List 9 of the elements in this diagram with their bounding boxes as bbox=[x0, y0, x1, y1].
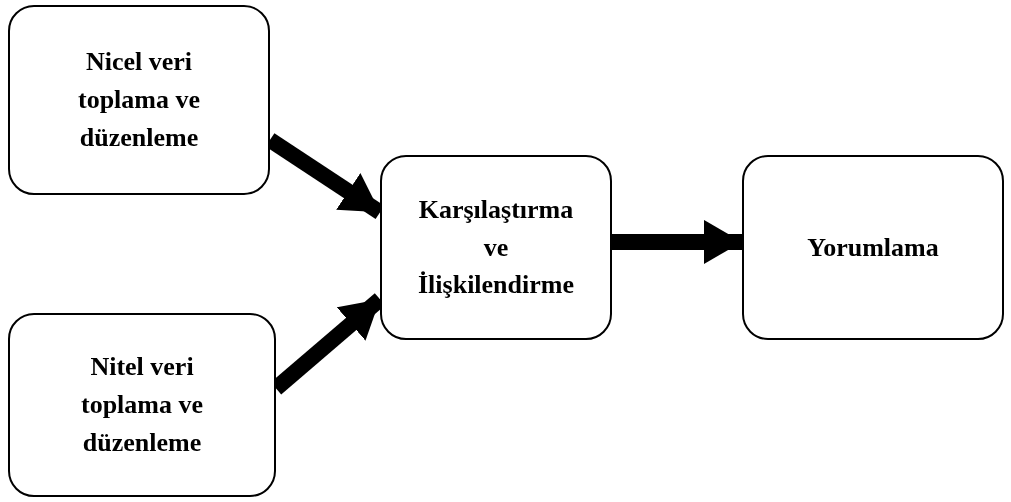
node-label: Yorumlama bbox=[807, 231, 939, 264]
node-label: Nitel veri toplama ve düzenleme bbox=[79, 351, 204, 459]
process-box bbox=[8, 5, 270, 195]
process-box bbox=[380, 155, 612, 340]
node-label: Nicel veri toplama ve düzenleme bbox=[76, 46, 201, 154]
process-box bbox=[8, 313, 276, 497]
process-box bbox=[742, 155, 1004, 340]
node-label: Karşılaştırma ve İlişkilendirme bbox=[417, 193, 575, 302]
arrow bbox=[612, 219, 742, 264]
